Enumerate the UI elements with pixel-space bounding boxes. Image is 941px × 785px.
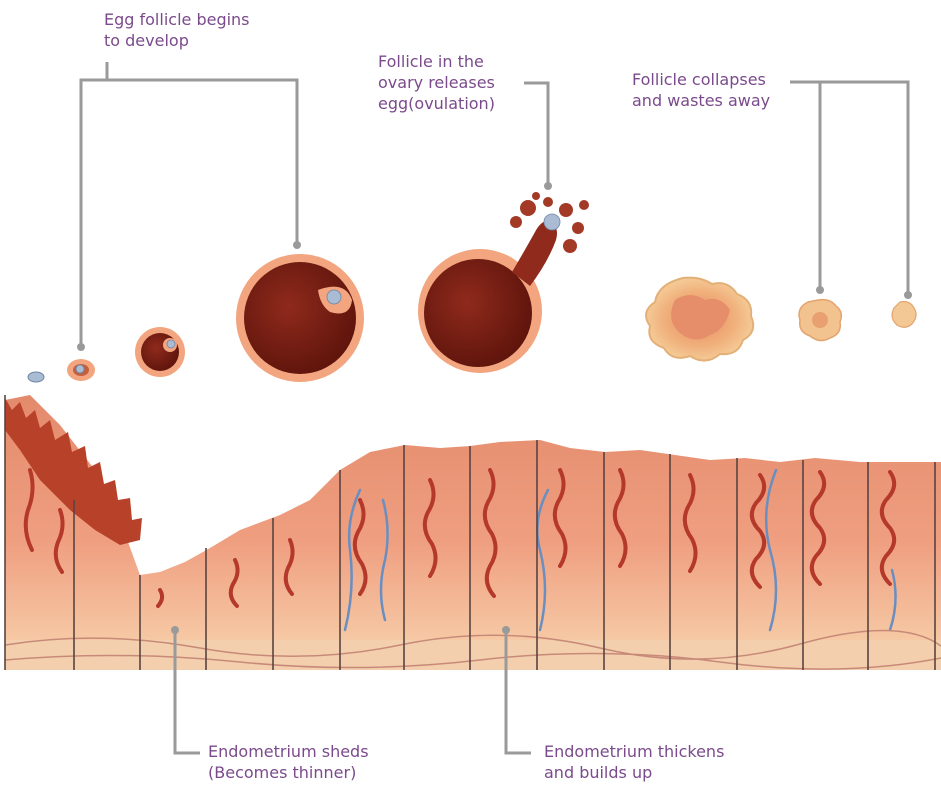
label-ovulation-line-1: Follicle in the [378, 51, 495, 72]
label-egg-follicle-line-2: to develop [104, 30, 250, 51]
primordial-egg [28, 372, 44, 382]
follicle-small [67, 359, 95, 381]
label-sheds-line-2: (Becomes thinner) [208, 762, 369, 783]
corpus-shrinking [799, 300, 841, 341]
follicle-ovulating [418, 192, 589, 373]
label-sheds: Endometrium sheds (Becomes thinner) [208, 741, 369, 783]
label-ovulation-line-2: ovary releases [378, 72, 495, 93]
label-ovulation-line-3: egg(ovulation) [378, 93, 495, 114]
label-thickens-line-1: Endometrium thickens [544, 741, 724, 762]
follicle-stages [28, 192, 916, 382]
label-collapse-line-2: and wastes away [632, 90, 770, 111]
endometrium-tissue [5, 395, 941, 670]
label-sheds-line-1: Endometrium sheds [208, 741, 369, 762]
follicle-medium [135, 327, 185, 377]
label-ovulation: Follicle in the ovary releases egg(ovula… [378, 51, 495, 114]
label-egg-follicle-line-1: Egg follicle begins [104, 9, 250, 30]
label-collapse: Follicle collapses and wastes away [632, 69, 770, 111]
label-thickens-line-2: and builds up [544, 762, 724, 783]
label-thickens: Endometrium thickens and builds up [544, 741, 724, 783]
corpus-luteum [646, 278, 753, 361]
label-egg-follicle: Egg follicle begins to develop [104, 9, 250, 51]
corpus-albicans [892, 302, 916, 328]
label-collapse-line-1: Follicle collapses [632, 69, 770, 90]
follicle-large [236, 254, 364, 382]
